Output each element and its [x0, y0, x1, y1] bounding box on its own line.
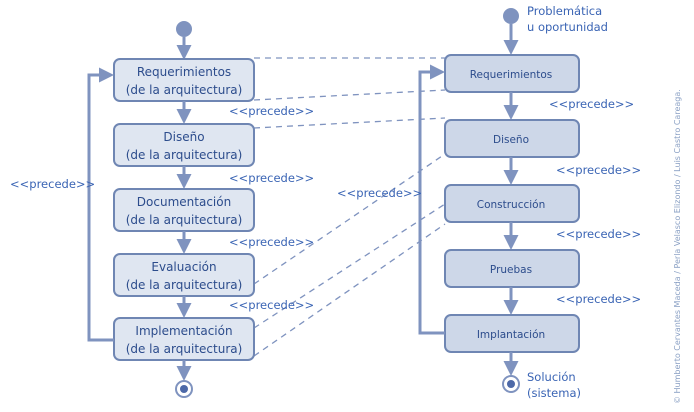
left-step-requerimientos: Requerimientos (de la arquitectura) [113, 58, 255, 102]
step-subtitle: (de la arquitectura) [126, 342, 243, 356]
precede-label: <<precede>> [549, 97, 634, 111]
left-start-node [176, 21, 192, 37]
right-end-node [502, 375, 520, 393]
end-label-line1: Solución [527, 370, 576, 384]
credit-text: © Humberto Cervantes Maceda / Perla Vela… [673, 89, 682, 404]
left-step-implementacion: Implementación (de la arquitectura) [113, 317, 255, 361]
right-step-pruebas: Pruebas [444, 249, 580, 288]
precede-label: <<precede>> [229, 298, 314, 312]
loop-back-arrow [87, 67, 114, 342]
loop-precede-label: <<precede>> [10, 177, 95, 191]
precede-label: <<precede>> [556, 292, 641, 306]
left-step-evaluacion: Evaluación (de la arquitectura) [113, 253, 255, 297]
right-loop-back-arrow [418, 64, 445, 335]
left-step-diseno: Diseño (de la arquitectura) [113, 123, 255, 167]
right-step-diseno: Diseño [444, 119, 580, 158]
right-step-implantacion: Implantación [444, 314, 580, 353]
step-title: Diseño [163, 130, 204, 144]
step-title: Implantación [477, 329, 545, 341]
end-label-line2: (sistema) [527, 386, 581, 400]
right-step-requerimientos: Requerimientos [444, 54, 580, 93]
precede-label: <<precede>> [229, 235, 314, 249]
left-end-node [175, 380, 193, 398]
step-title: Diseño [493, 134, 529, 146]
right-step-construccion: Construcción [444, 184, 580, 223]
start-label-line1: Problemática [527, 4, 602, 18]
step-title: Implementación [135, 324, 232, 338]
precede-label: <<precede>> [556, 227, 641, 241]
step-title: Construcción [477, 199, 546, 211]
precede-label: <<precede>> [337, 186, 422, 200]
step-title: Requerimientos [137, 65, 231, 79]
precede-label: <<precede>> [556, 163, 641, 177]
step-subtitle: (de la arquitectura) [126, 213, 243, 227]
precede-label: <<precede>> [229, 171, 314, 185]
right-start-node [503, 8, 519, 24]
step-title: Evaluación [151, 260, 216, 274]
precede-label: <<precede>> [229, 104, 314, 118]
left-step-documentacion: Documentación (de la arquitectura) [113, 188, 255, 232]
step-subtitle: (de la arquitectura) [126, 148, 243, 162]
step-title: Requerimientos [470, 69, 553, 81]
step-subtitle: (de la arquitectura) [126, 278, 243, 292]
correspondence-lines [253, 57, 446, 357]
step-subtitle: (de la arquitectura) [126, 83, 243, 97]
start-label-line2: u oportunidad [527, 20, 608, 34]
step-title: Pruebas [490, 264, 532, 276]
step-title: Documentación [137, 195, 231, 209]
